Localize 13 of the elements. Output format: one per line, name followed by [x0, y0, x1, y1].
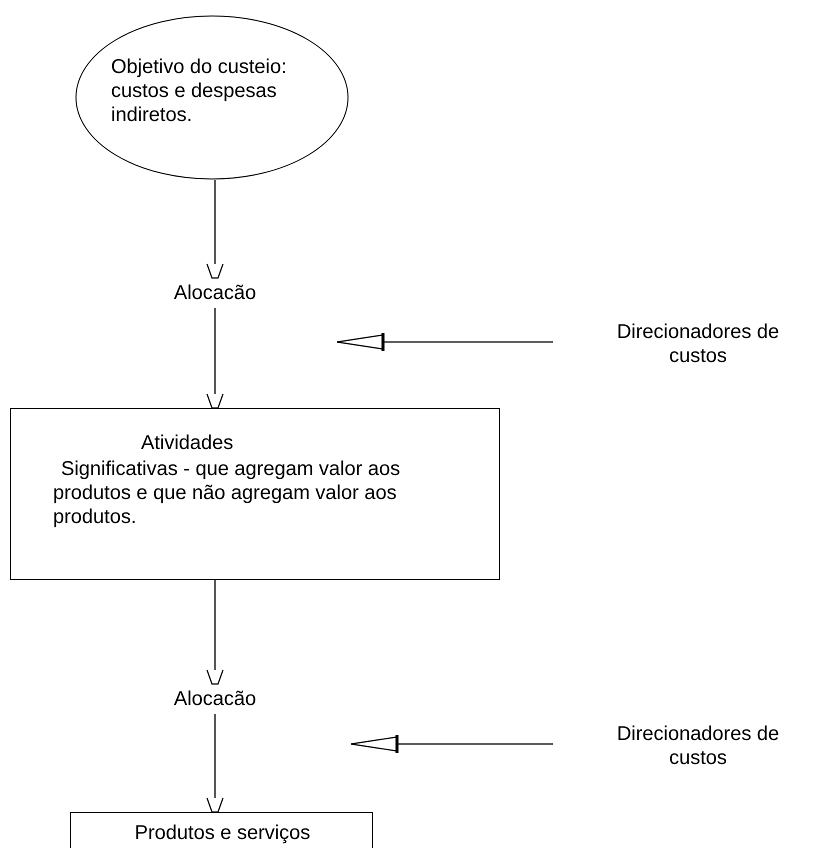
process-box	[10, 408, 500, 580]
arrow	[336, 332, 553, 352]
node-text: Significativas - que agregam valor aos produtos e que não agregam valor aos produtos.	[53, 457, 402, 529]
process-box	[70, 812, 373, 848]
flow-label: Alocacão	[172, 281, 258, 305]
node-heading: Atividades	[141, 431, 234, 455]
flow-label: Direcionadores de custos	[616, 320, 780, 368]
objective-ellipse	[75, 15, 349, 180]
node-heading: Objetivo do custeio: custos e despesas indiretos.	[111, 55, 288, 127]
flow-label: Alocacão	[172, 687, 258, 711]
arrow	[350, 734, 553, 754]
flow-label: Direcionadores de custos	[616, 722, 780, 770]
node-heading: Produtos e serviços	[134, 821, 312, 845]
